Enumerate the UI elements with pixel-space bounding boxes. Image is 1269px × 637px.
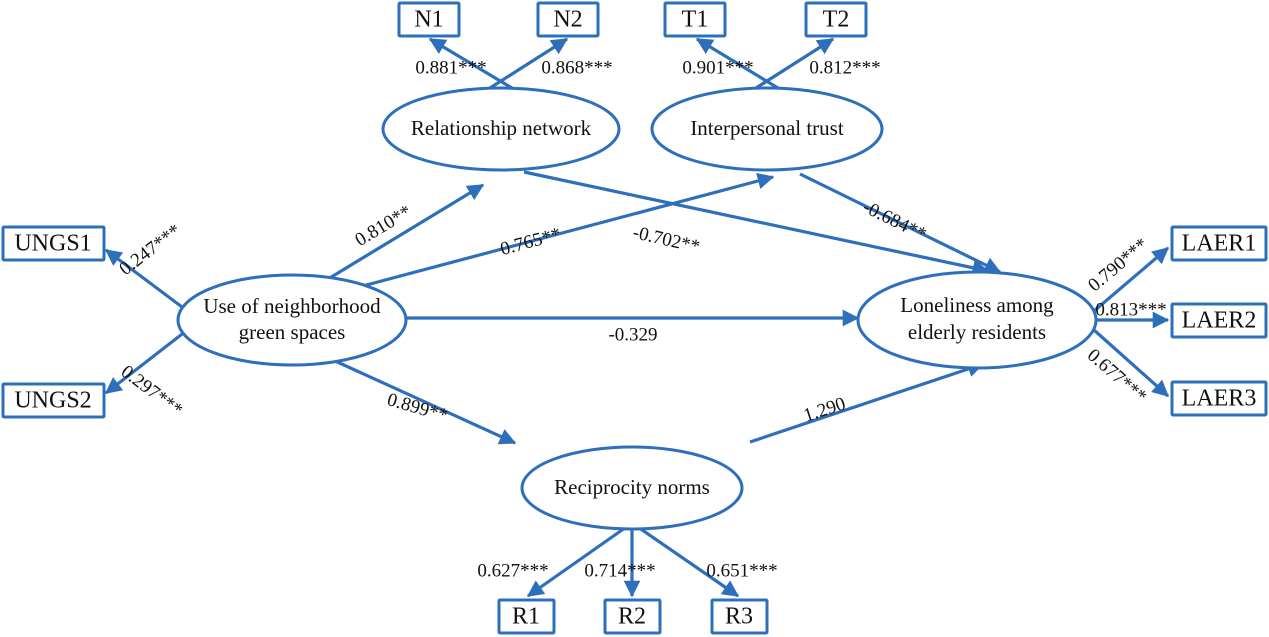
edge-rn-to-n1 bbox=[428, 37, 513, 90]
indicator-label-t2: T2 bbox=[823, 7, 850, 33]
indicator-label-r1: R1 bbox=[512, 604, 540, 630]
indicator-box-r1[interactable] bbox=[497, 598, 556, 635]
indicator-box-laer3[interactable] bbox=[1170, 380, 1268, 417]
edge-rn-to-n2 bbox=[489, 37, 569, 90]
indicator-box-n2[interactable] bbox=[536, 1, 600, 38]
indicator-label-t1: T1 bbox=[682, 7, 709, 33]
indicator-label-n2: N2 bbox=[553, 7, 582, 33]
coef-it-t1: 0.901*** bbox=[682, 57, 753, 78]
indicator-label-laer1: LAER1 bbox=[1182, 231, 1257, 257]
coef-rec-to-laer: 1.290 bbox=[801, 393, 848, 426]
indicator-box-laer2[interactable] bbox=[1170, 302, 1268, 339]
latent-label-reciprocity-norms: Reciprocity norms bbox=[554, 475, 710, 499]
edge-rn-to-laer bbox=[523, 170, 990, 276]
coef-ungs-to-rec: 0.899** bbox=[385, 389, 450, 426]
coef-laer-laer2: 0.813*** bbox=[1095, 299, 1166, 320]
coef-ungs-ungs2: 0.297*** bbox=[117, 361, 187, 421]
indicator-label-r3: R3 bbox=[725, 604, 753, 630]
indicator-box-n1[interactable] bbox=[397, 1, 461, 38]
indicator-label-ungs2: UNGS2 bbox=[14, 388, 91, 414]
latent-label-loneliness-line1: Loneliness among bbox=[900, 293, 1054, 317]
indicator-label-r2: R2 bbox=[618, 604, 646, 630]
indicator-box-r2[interactable] bbox=[603, 598, 662, 635]
indicator-label-laer2: LAER2 bbox=[1182, 308, 1257, 334]
coef-laer-laer3: 0.677*** bbox=[1083, 345, 1151, 408]
coef-laer-laer1: 0.790*** bbox=[1084, 234, 1152, 296]
indicator-label-n1: N1 bbox=[414, 7, 443, 33]
indicator-box-ungs2[interactable] bbox=[1, 382, 106, 419]
indicator-label-laer3: LAER3 bbox=[1182, 386, 1257, 412]
indicator-label-ungs1: UNGS1 bbox=[14, 231, 91, 257]
coef-rn-n2: 0.868*** bbox=[541, 57, 612, 78]
coef-ungs-to-rn: 0.810** bbox=[352, 201, 416, 251]
coef-ungs-ungs1: 0.247*** bbox=[116, 220, 186, 280]
latent-label-green-spaces-line2: green spaces bbox=[239, 320, 346, 344]
latent-ellipse-green-spaces[interactable] bbox=[176, 273, 408, 367]
latent-label-relationship-network: Relationship network bbox=[411, 116, 592, 140]
edge-rec-to-r1 bbox=[526, 521, 633, 598]
latent-label-interpersonal-trust: Interpersonal trust bbox=[690, 116, 844, 140]
indicator-box-t2[interactable] bbox=[804, 1, 868, 38]
edge-it-to-t1 bbox=[695, 37, 779, 90]
indicator-box-ungs1[interactable] bbox=[1, 225, 106, 262]
coef-it-t2: 0.812*** bbox=[809, 57, 880, 78]
edge-it-to-t2 bbox=[755, 37, 835, 90]
coef-rec-r3: 0.651*** bbox=[706, 560, 777, 581]
indicator-box-t1[interactable] bbox=[663, 1, 727, 38]
latent-ellipse-loneliness[interactable] bbox=[856, 270, 1098, 370]
latent-ellipse-interpersonal-trust[interactable] bbox=[650, 86, 884, 172]
edge-rec-to-laer bbox=[749, 360, 985, 444]
coef-rec-r1: 0.627*** bbox=[477, 560, 548, 581]
edge-ungs-to-ungs1 bbox=[104, 248, 187, 312]
coef-rec-r2: 0.714*** bbox=[584, 560, 655, 581]
coef-rn-n1: 0.881*** bbox=[415, 57, 486, 78]
coef-rn-to-laer: -0.702** bbox=[631, 222, 702, 258]
coef-ungs-to-it: 0.765** bbox=[498, 224, 563, 260]
latent-ellipse-reciprocity-norms[interactable] bbox=[520, 445, 744, 531]
coef-it-to-laer: -0.684** bbox=[859, 197, 929, 246]
latent-ellipse-relationship-network[interactable] bbox=[381, 86, 621, 172]
edge-ungs-to-it bbox=[309, 172, 775, 302]
edge-laer-to-laer1 bbox=[1092, 246, 1170, 313]
latent-label-loneliness-line2: elderly residents bbox=[908, 320, 1046, 344]
coef-ungs-to-laer: -0.329 bbox=[608, 324, 657, 345]
edge-rec-to-r3 bbox=[631, 521, 740, 598]
indicator-box-laer1[interactable] bbox=[1170, 225, 1268, 262]
edge-laer-to-laer3 bbox=[1092, 328, 1170, 398]
indicator-box-r3[interactable] bbox=[710, 598, 769, 635]
edge-it-to-laer bbox=[799, 172, 1002, 274]
latent-label-green-spaces-line1: Use of neighborhood bbox=[203, 294, 381, 318]
edge-ungs-to-ungs2 bbox=[104, 329, 187, 395]
